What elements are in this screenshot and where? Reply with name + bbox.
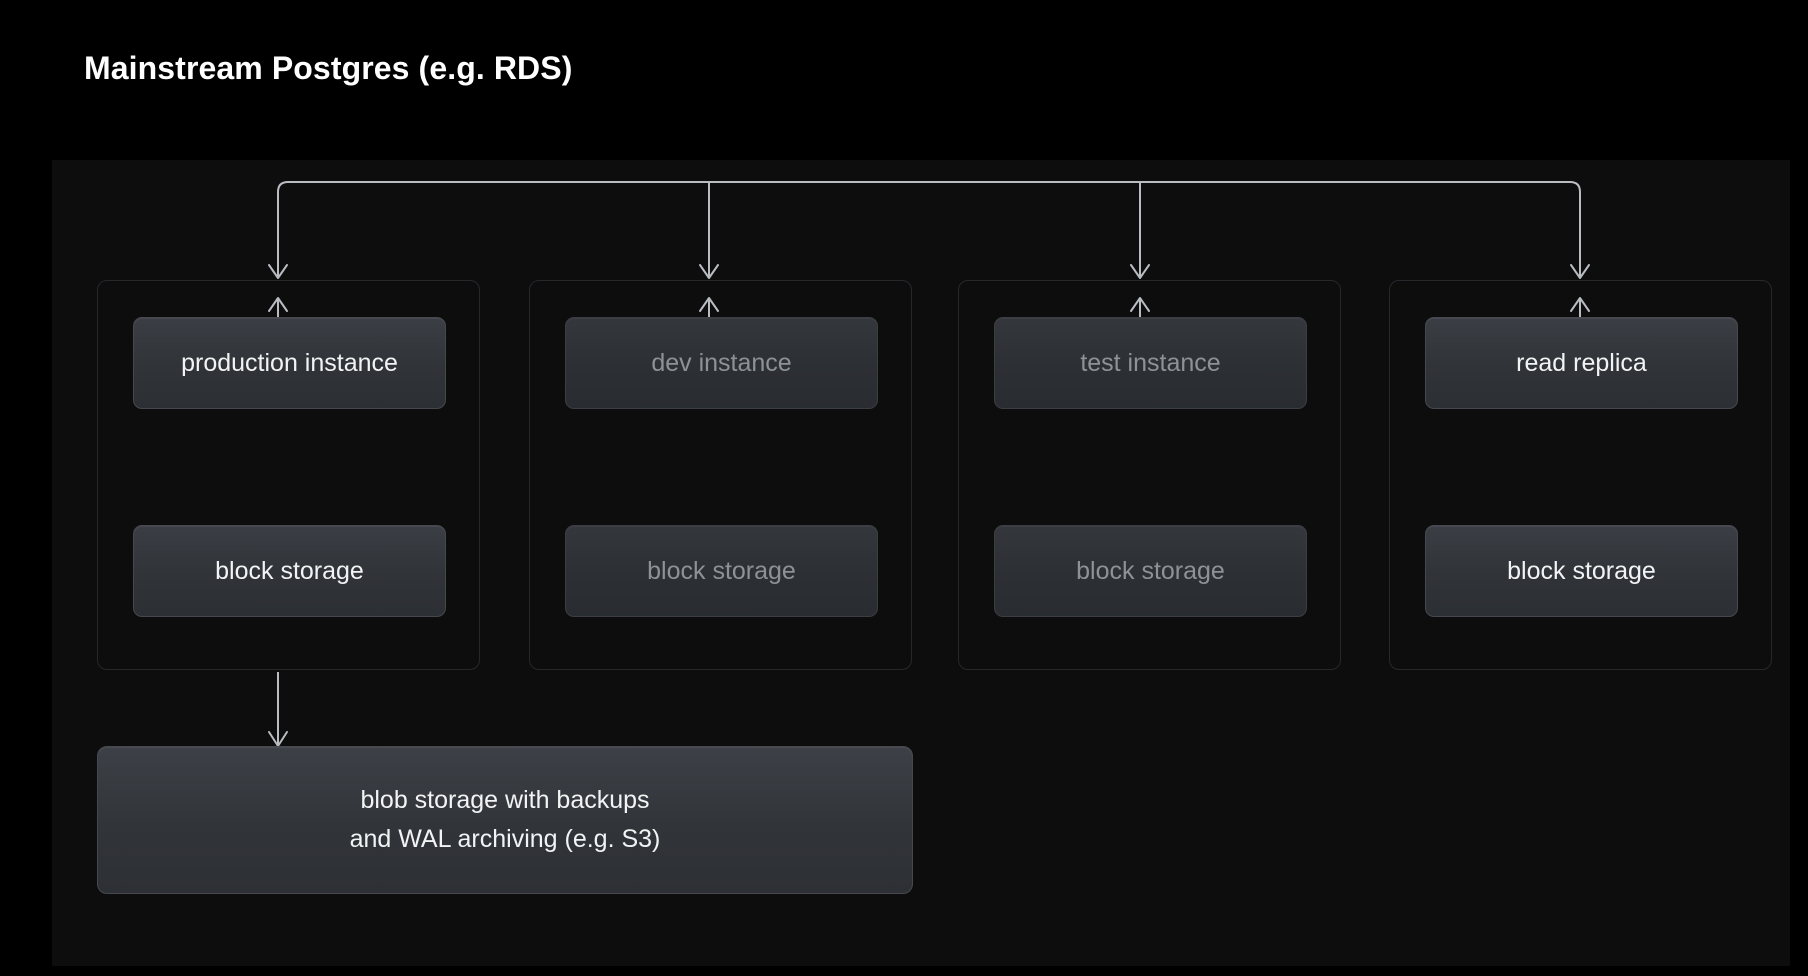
fanout-bus [277, 181, 1581, 210]
fanout-arrowhead-2 [699, 264, 719, 279]
blob-storage-line-1: blob storage with backups [360, 786, 650, 814]
production-to-blob-arrow [268, 672, 288, 747]
column-group-test[interactable]: test instance block storage [958, 280, 1341, 670]
node-production-instance[interactable]: production instance [133, 317, 446, 409]
column-group-read-replica[interactable]: read replica block storage [1389, 280, 1772, 670]
fanout-arrowhead-1 [268, 264, 288, 279]
node-read-replica[interactable]: read replica [1425, 317, 1738, 409]
column-group-production[interactable]: production instance block storage [97, 280, 480, 670]
node-blob-storage[interactable]: blob storage with backups and WAL archiv… [97, 746, 913, 894]
node-test-instance[interactable]: test instance [994, 317, 1307, 409]
node-test-block-storage[interactable]: block storage [994, 525, 1307, 617]
fanout-arrowhead-4 [1570, 264, 1590, 279]
page-title: Mainstream Postgres (e.g. RDS) [84, 50, 573, 86]
blob-storage-line-2: and WAL archiving (e.g. S3) [349, 825, 661, 853]
fanout-arrowhead-3 [1130, 264, 1150, 279]
node-production-block-storage[interactable]: block storage [133, 525, 446, 617]
node-read-replica-block-storage[interactable]: block storage [1425, 525, 1738, 617]
node-dev-block-storage[interactable]: block storage [565, 525, 878, 617]
column-group-dev[interactable]: dev instance block storage [529, 280, 912, 670]
node-dev-instance[interactable]: dev instance [565, 317, 878, 409]
diagram-panel: .ln { stroke: #b9bcc0; stroke-width: 2; … [52, 160, 1790, 966]
